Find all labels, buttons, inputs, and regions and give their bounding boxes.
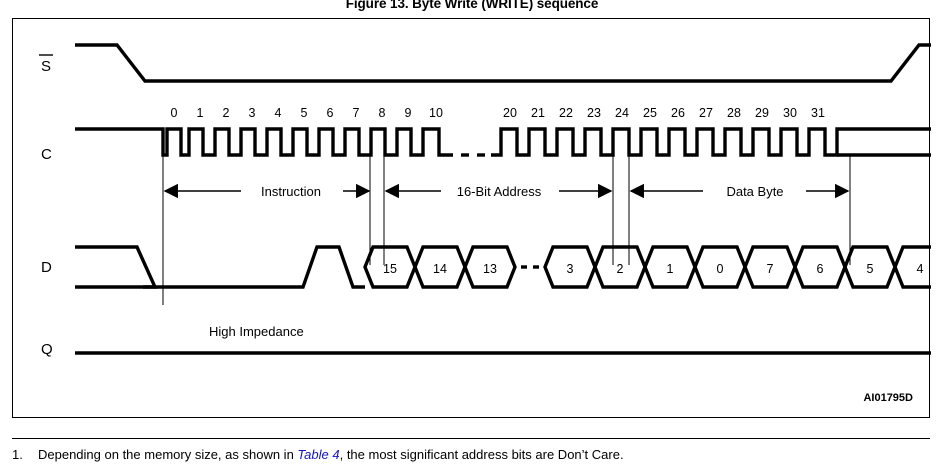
data-bit-label: 0 (717, 262, 724, 276)
clock-number: 23 (587, 106, 601, 120)
signal-label-q: Q (41, 341, 53, 358)
waveform-d (75, 245, 365, 289)
high-impedance-label: High Impedance (209, 324, 304, 339)
data-bit-label: 2 (617, 262, 624, 276)
data-bit-label: 13 (483, 262, 497, 276)
timing-diagram: S C D Q 0 1 2 3 4 5 6 7 8 9 10 20 21 22 … (39, 43, 931, 404)
clock-number: 9 (405, 106, 412, 120)
data-bit-label: 5 (867, 262, 874, 276)
data-bit-cell (893, 245, 931, 289)
signal-label-s-text: S (41, 58, 51, 75)
phase-databyte: Data Byte (629, 183, 850, 199)
clock-number-group: 0 1 2 3 4 5 6 7 8 9 10 20 21 22 23 24 25… (171, 106, 825, 120)
clock-number: 27 (699, 106, 713, 120)
footnote-text-after: , the most significant address bits are … (339, 447, 624, 462)
phase-address: 16-Bit Address (384, 183, 613, 199)
clock-number: 3 (249, 106, 256, 120)
clock-number: 20 (503, 106, 517, 120)
data-bit-cells: 15 14 13 3 2 1 0 7 (363, 245, 847, 289)
data-bit-label: 1 (667, 262, 674, 276)
phase-databyte-label: Data Byte (726, 184, 783, 199)
clock-number: 31 (811, 106, 825, 120)
waveform-d-start-segment (75, 245, 158, 289)
clock-number: 1 (197, 106, 204, 120)
data-bit-label: 3 (567, 262, 574, 276)
clock-number: 29 (755, 106, 769, 120)
clock-number: 25 (643, 106, 657, 120)
figure-title: Figure 13. Byte Write (WRITE) sequence (345, 0, 599, 11)
data-bit-label: 7 (767, 262, 774, 276)
figure-frame: S C D Q 0 1 2 3 4 5 6 7 8 9 10 20 21 22 … (12, 18, 931, 418)
clock-number: 8 (379, 106, 386, 120)
footnote: 1. Depending on the memory size, as shown… (12, 446, 930, 463)
clock-number: 4 (275, 106, 282, 120)
clock-number: 24 (615, 106, 629, 120)
data-bit-label: 6 (817, 262, 824, 276)
waveform-s (75, 43, 931, 83)
waveform-d-preamble-pulse (143, 245, 365, 289)
clock-number: 7 (353, 106, 360, 120)
footnote-link-table4[interactable]: Table 4 (297, 447, 340, 462)
signal-label-s: S (39, 54, 53, 75)
waveform-c-left (75, 127, 453, 157)
clock-number: 28 (727, 106, 741, 120)
clock-number: 0 (171, 106, 178, 120)
footnote-text-before: Depending on the memory size, as shown i… (38, 447, 298, 462)
footnote-divider (12, 438, 930, 439)
data-bit-cell (463, 245, 517, 289)
clock-number: 6 (327, 106, 334, 120)
signal-label-c: C (41, 146, 52, 163)
waveform-c-right (491, 127, 931, 157)
signal-label-d: D (41, 259, 52, 276)
clock-number: 10 (429, 106, 443, 120)
clock-number: 5 (301, 106, 308, 120)
clock-number: 22 (559, 106, 573, 120)
figure-id-code: AI01795D (863, 392, 913, 404)
phase-address-label: 16-Bit Address (457, 184, 542, 199)
phase-instruction-label: Instruction (261, 184, 321, 199)
clock-number: 21 (531, 106, 545, 120)
clock-number: 30 (783, 106, 797, 120)
data-bit-label: 4 (917, 262, 924, 276)
clock-number: 26 (671, 106, 685, 120)
footnote-number: 1. (12, 447, 23, 462)
data-bit-label: 14 (433, 262, 447, 276)
clock-number: 2 (223, 106, 230, 120)
data-bit-label: 15 (383, 262, 397, 276)
phase-instruction: Instruction (163, 183, 371, 199)
